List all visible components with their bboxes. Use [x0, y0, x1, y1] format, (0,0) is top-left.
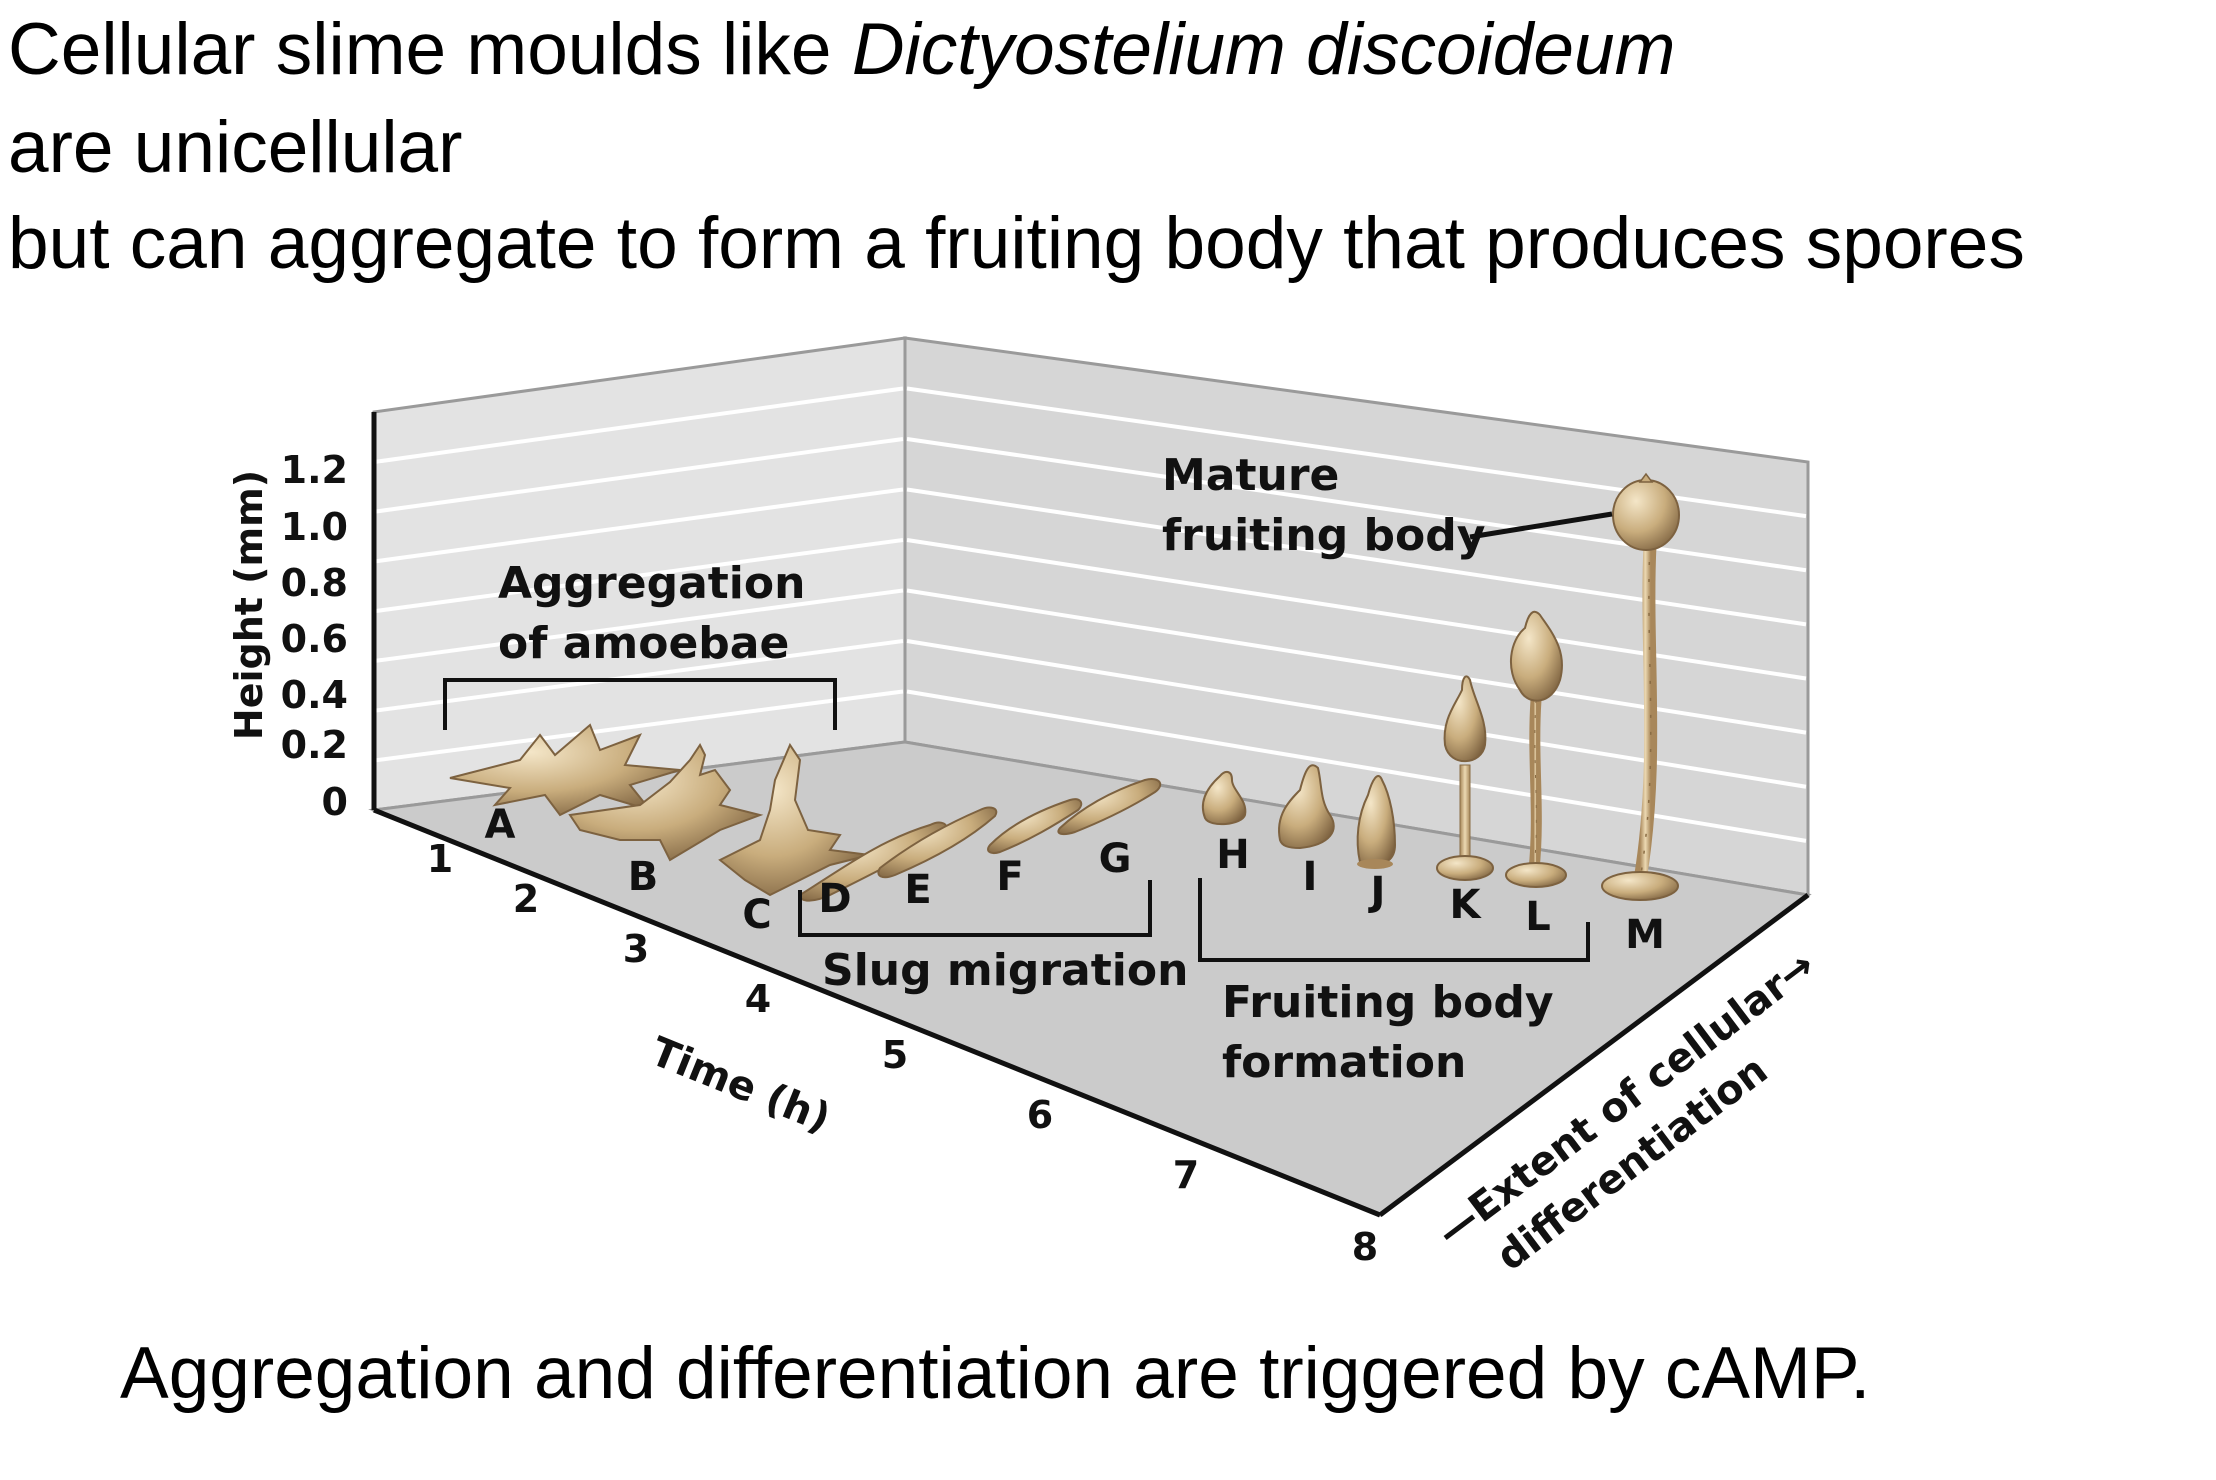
- stage-letter: L: [1525, 894, 1551, 940]
- aggregation-label-line-1: Aggregation: [498, 558, 805, 609]
- aggregation-label-line-2: of amoebae: [498, 618, 789, 669]
- stage-j-culminant: [1356, 775, 1397, 869]
- stage-k-fruiting-body: [1436, 675, 1494, 881]
- stage-letter: G: [1099, 836, 1132, 882]
- y-axis-title: Height (mm): [227, 470, 271, 740]
- grid-line: [906, 487, 1807, 627]
- time-tick-label: 4: [745, 977, 771, 1021]
- heading-line-1: Cellular slime moulds like Dictyostelium…: [8, 6, 1675, 94]
- heading-line-2: are unicellular: [8, 107, 463, 188]
- grid-line: [375, 689, 904, 763]
- time-tick-label: 1: [427, 837, 453, 881]
- y-tick-label: 1.2: [281, 448, 348, 492]
- stage-e-slug: [877, 806, 998, 879]
- stage-m-mature-fruiting-body: [1601, 472, 1680, 901]
- stage-i-culminant: [1278, 764, 1335, 850]
- stage-letters: A B C D E F G H I J K L M: [485, 802, 1665, 958]
- stage-letter: B: [628, 854, 659, 900]
- stage-letter: D: [818, 876, 851, 922]
- grid-line: [375, 487, 904, 564]
- grid-line: [906, 689, 1807, 843]
- y-axis-ticks: 1.2 1.0 0.8 0.6 0.4 0.2 0: [281, 448, 348, 824]
- stage-letter: K: [1450, 882, 1483, 928]
- stage-letter: A: [485, 802, 516, 848]
- y-tick-label: 1.0: [281, 505, 348, 549]
- stage-letter: J: [1368, 869, 1386, 915]
- stage-letter: H: [1216, 832, 1249, 878]
- time-axis-title: Time (h): [644, 1029, 836, 1142]
- stage-letter: I: [1303, 854, 1318, 900]
- caption: Aggregation and differentiation are trig…: [120, 1333, 1871, 1414]
- time-tick-label: 8: [1352, 1225, 1378, 1269]
- differentiation-axis-line: [1378, 892, 1810, 1218]
- stage-letter: M: [1625, 912, 1665, 958]
- wall-grid-lines: [375, 386, 1807, 843]
- fruiting-body-formation-label-line-2: formation: [1222, 1037, 1466, 1088]
- stage-f-slug: [987, 798, 1083, 855]
- aggregation-bracket: [443, 678, 837, 730]
- grid-line: [375, 639, 904, 713]
- stage-h-culminant: [1201, 770, 1247, 826]
- grid-line: [375, 437, 904, 514]
- mature-fruiting-body-label-line-2: fruiting body: [1162, 510, 1485, 561]
- stage-b-aggregate: [568, 743, 764, 862]
- time-tick-label: 6: [1027, 1093, 1053, 1137]
- time-tick-label: 2: [513, 877, 539, 921]
- stage-c-mound: [718, 742, 871, 897]
- time-axis-ticks: 1 2 3 4 5 6 7 8: [427, 837, 1378, 1269]
- fruiting-body-formation-label-line-1: Fruiting body: [1222, 977, 1554, 1028]
- stage-l-fruiting-body: [1505, 610, 1567, 888]
- time-tick-label: 5: [882, 1033, 908, 1077]
- y-tick-label: 0.8: [281, 561, 348, 605]
- mature-fruiting-body-label-line-1: Mature: [1162, 450, 1339, 501]
- mature-fruiting-body-pointer: [1469, 511, 1613, 540]
- grid-line: [375, 538, 904, 613]
- stage-letter: C: [742, 892, 771, 938]
- heading-line-3: but can aggregate to form a fruiting bod…: [8, 203, 2025, 284]
- time-tick-label: 3: [623, 927, 649, 971]
- slug-migration-label: Slug migration: [822, 945, 1188, 996]
- fruiting-body-formation-bracket: [1198, 878, 1590, 962]
- grid-line: [375, 386, 904, 464]
- y-tick-label: 0.4: [281, 673, 348, 717]
- slime-mould-diagram: Height (mm) 1.2 1.0 0.8 0.6 0.4 0.2 0 1 …: [227, 336, 1824, 1280]
- stage-letter: E: [904, 867, 931, 913]
- heading-line-1-prefix: Cellular slime moulds like: [8, 9, 852, 90]
- y-tick-label: 0.2: [281, 723, 348, 767]
- grid-line: [375, 588, 904, 663]
- time-tick-label: 7: [1173, 1153, 1199, 1197]
- time-axis-line: [373, 807, 1381, 1218]
- y-tick-label: 0: [322, 780, 348, 824]
- heading-species-name: Dictyostelium discoideum: [851, 9, 1676, 90]
- stage-letter: F: [996, 854, 1023, 900]
- stage-g-slug: [1057, 778, 1162, 836]
- y-tick-label: 0.6: [281, 617, 348, 661]
- slug-migration-bracket: [798, 880, 1152, 937]
